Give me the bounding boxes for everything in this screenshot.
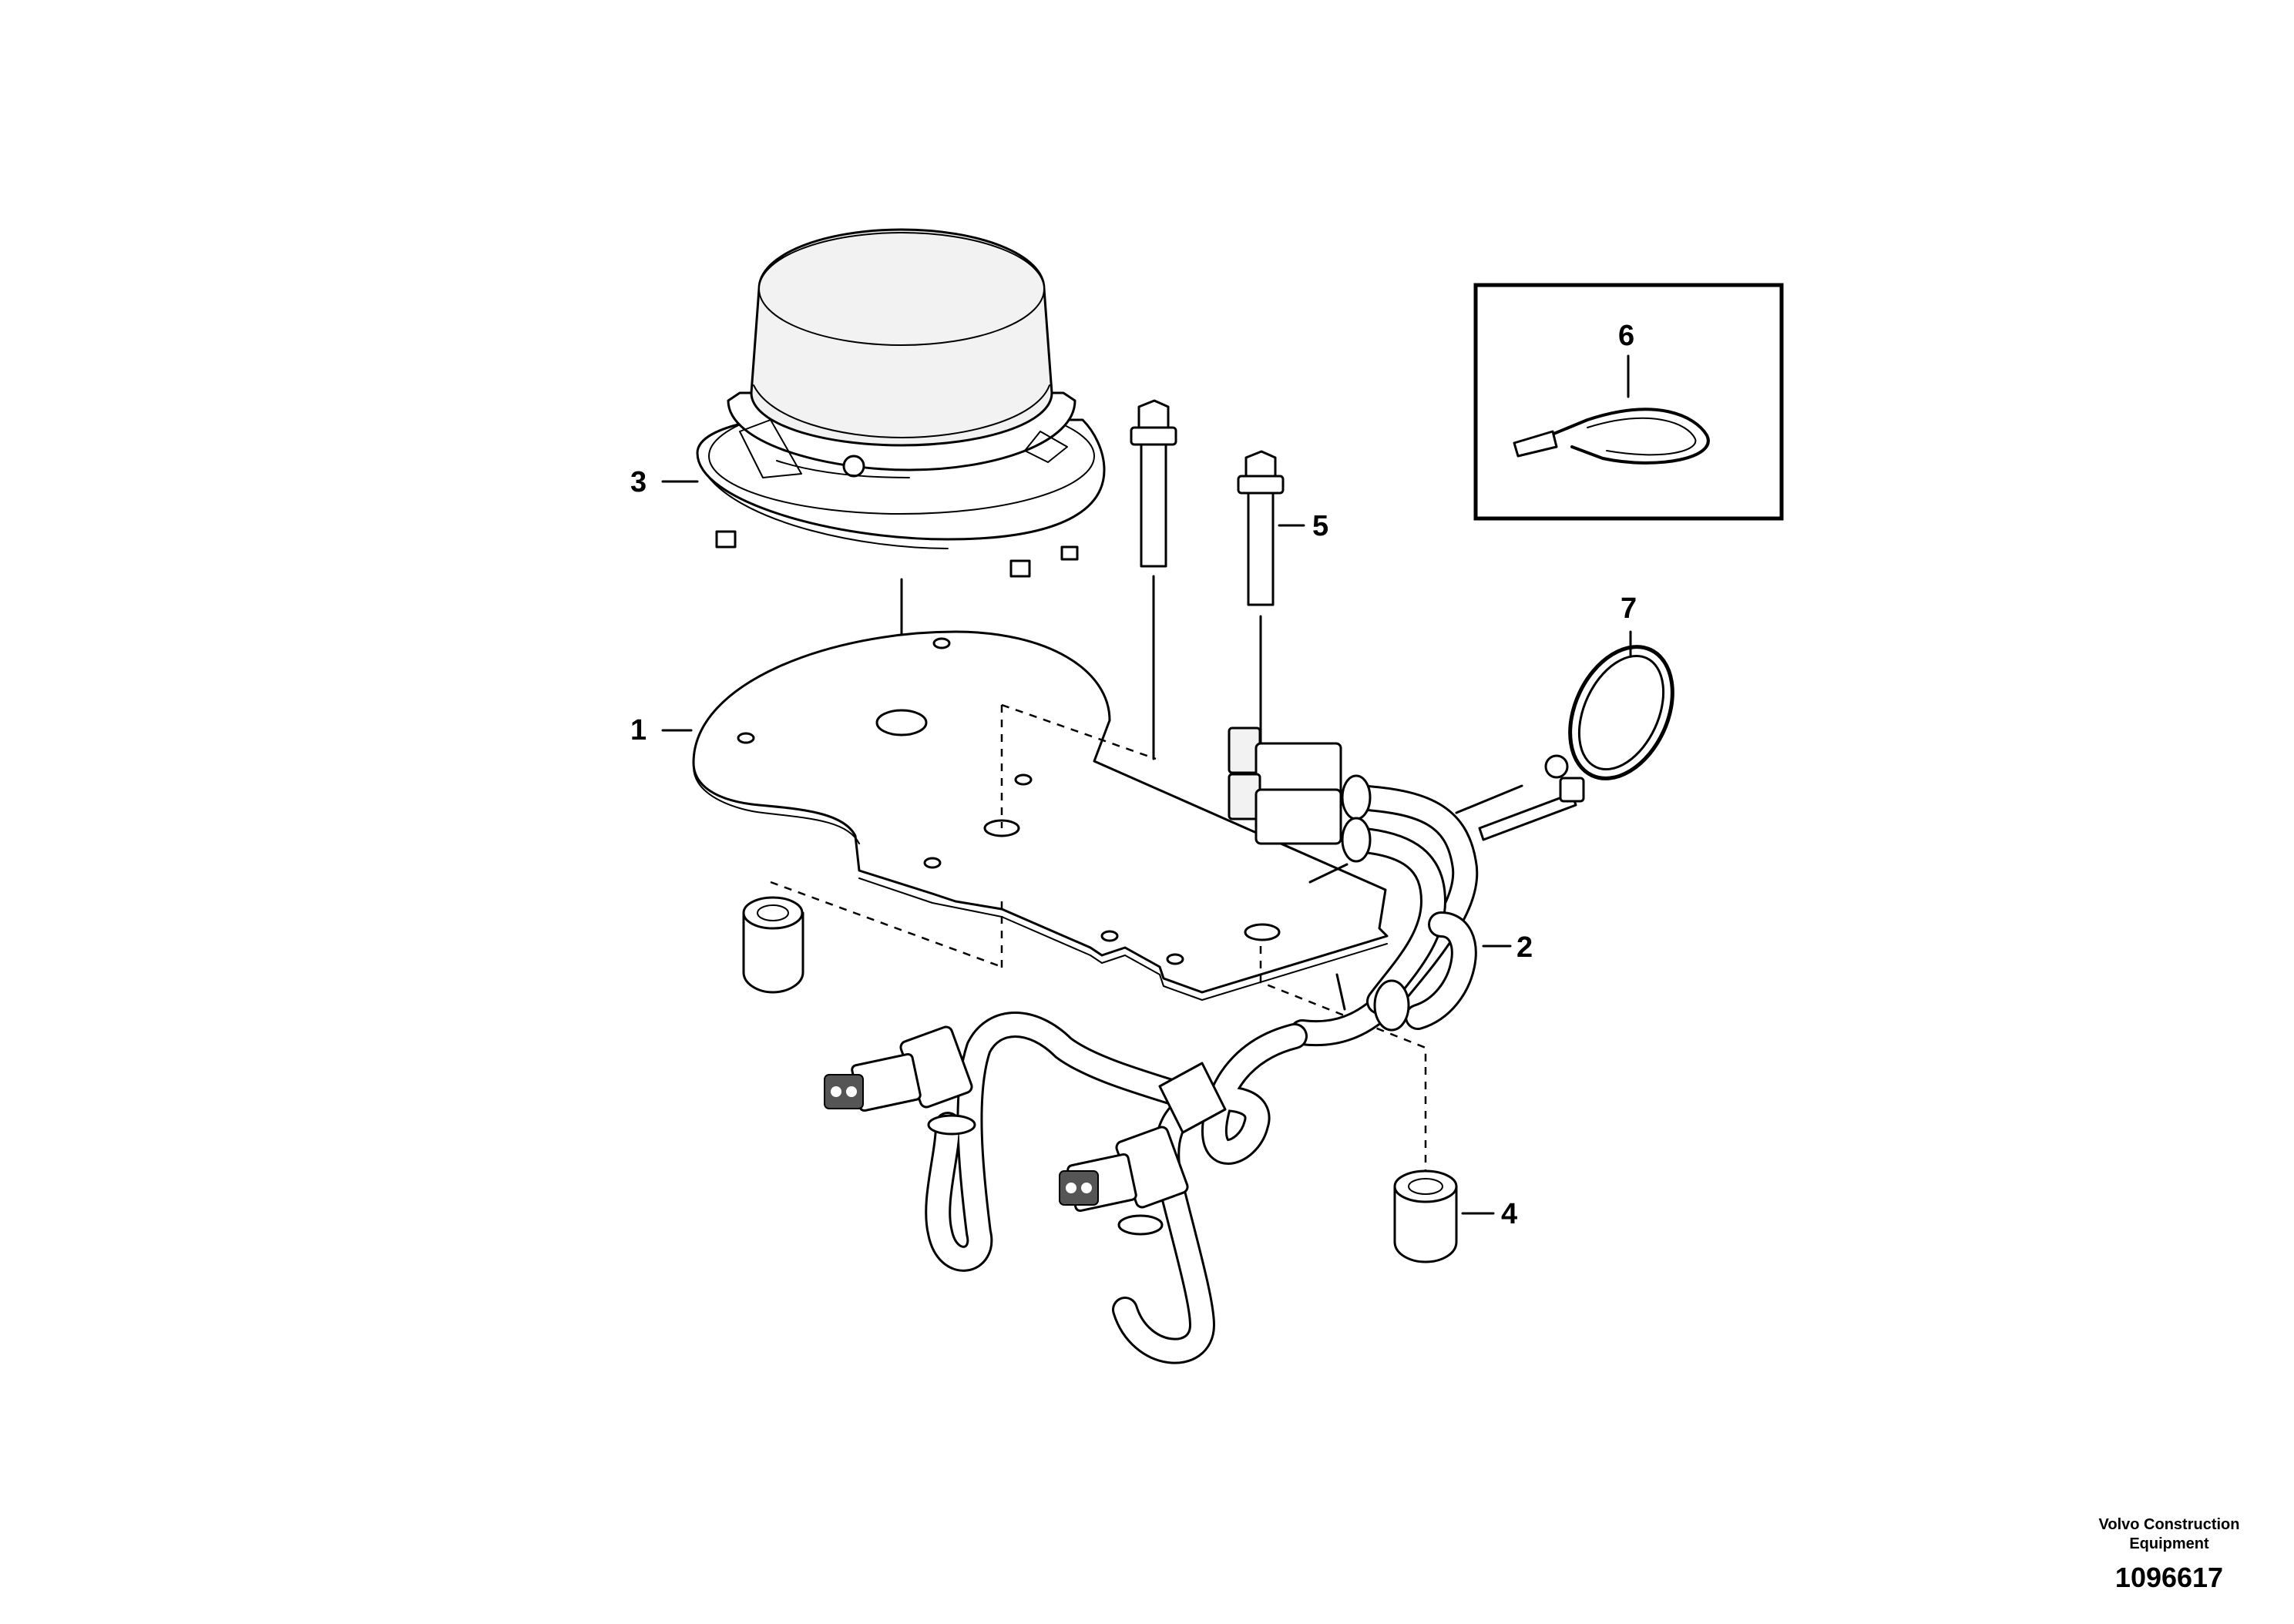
assembly-dashed-lines [770,703,1427,1067]
callout-3: 3 [630,466,647,498]
spacer-part-4 [742,896,1495,1263]
callout-7: 7 [1621,592,1637,625]
wiring-harness-part-2 [824,726,1512,1364]
document-number: 1096617 [2115,1562,2223,1593]
beacon-lamp-part-3 [696,228,1106,706]
footer-credit: Volvo Construction Equipment 1096617 [2099,1516,2240,1593]
mounting-plate-part-1 [661,630,1389,1001]
callout-2: 2 [1516,931,1533,964]
callout-labels: 3 1 5 6 7 2 4 [630,320,1637,1230]
lower-connector-right [1059,1126,1189,1236]
cable-tie-part-7 [1455,630,1674,841]
callout-6: 6 [1618,320,1634,352]
credit-line-2: Equipment [2129,1535,2209,1552]
bolts-part-5 [1130,399,1305,941]
credit-line-1: Volvo Construction [2099,1516,2240,1533]
callout-4: 4 [1501,1198,1517,1230]
inset-box-part-6 [1473,283,1784,521]
callout-1: 1 [630,714,647,747]
lower-connector-left [824,1025,976,1136]
callout-5: 5 [1312,510,1328,542]
